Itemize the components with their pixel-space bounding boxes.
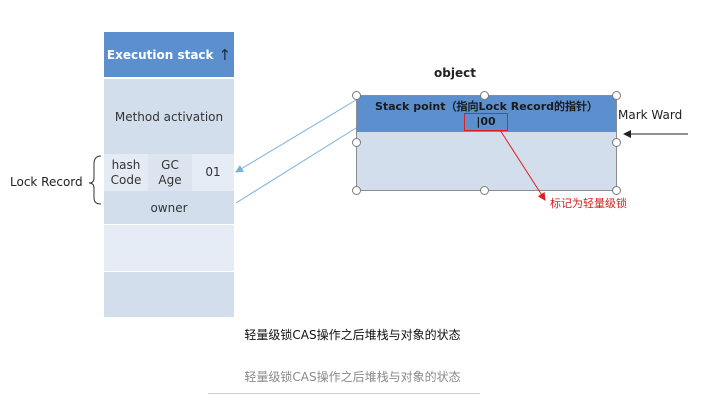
resize-handle[interactable] [352, 91, 361, 100]
owner-label: owner [150, 200, 188, 215]
lightweight-lock-note: 标记为轻量级锁 [550, 197, 627, 210]
resize-handle[interactable] [352, 186, 361, 195]
execution-stack-header: Execution stack ↑ [104, 32, 234, 77]
hash-code-label: hash Code [110, 157, 142, 187]
lock-bits-cell: 01 [192, 154, 234, 191]
lock-record-brace [88, 155, 102, 205]
red-arrow [499, 129, 546, 201]
caption-divider [208, 393, 480, 394]
owner-cell: owner [104, 191, 234, 224]
stack-empty-cell [104, 225, 234, 271]
lock-record-label: Lock Record [10, 175, 83, 189]
up-arrow-icon: ↑ [218, 45, 232, 64]
resize-handle[interactable] [352, 138, 361, 147]
gc-age-cell: GC Age [148, 154, 192, 191]
stack-point-text: Stack point（指向Lock Record的指针） [374, 100, 599, 113]
pointer-line [235, 99, 357, 173]
resize-handle[interactable] [480, 91, 489, 100]
object-lock-bits: |00 [464, 113, 508, 131]
image-caption: 轻量级锁CAS操作之后堆栈与对象的状态 [244, 370, 461, 384]
figure-caption: 轻量级锁CAS操作之后堆栈与对象的状态 [244, 328, 461, 342]
gc-age-label: GC Age [158, 157, 182, 187]
execution-stack-title: Execution stack [106, 47, 214, 62]
resize-handle[interactable] [612, 91, 621, 100]
resize-handle[interactable] [612, 186, 621, 195]
hash-code-cell: hash Code [104, 154, 148, 191]
resize-handle[interactable] [480, 186, 489, 195]
object-label: object [434, 66, 476, 80]
method-activation-label: Method activation [114, 109, 224, 124]
resize-handle[interactable] [612, 138, 621, 147]
pointer-line [235, 127, 357, 204]
lock-bits-label: 01 [205, 165, 221, 179]
mark-ward-label: Mark Ward [618, 108, 683, 122]
object-body [356, 132, 617, 191]
stack-empty-cell [104, 272, 234, 317]
method-activation-cell: Method activation [104, 79, 234, 154]
